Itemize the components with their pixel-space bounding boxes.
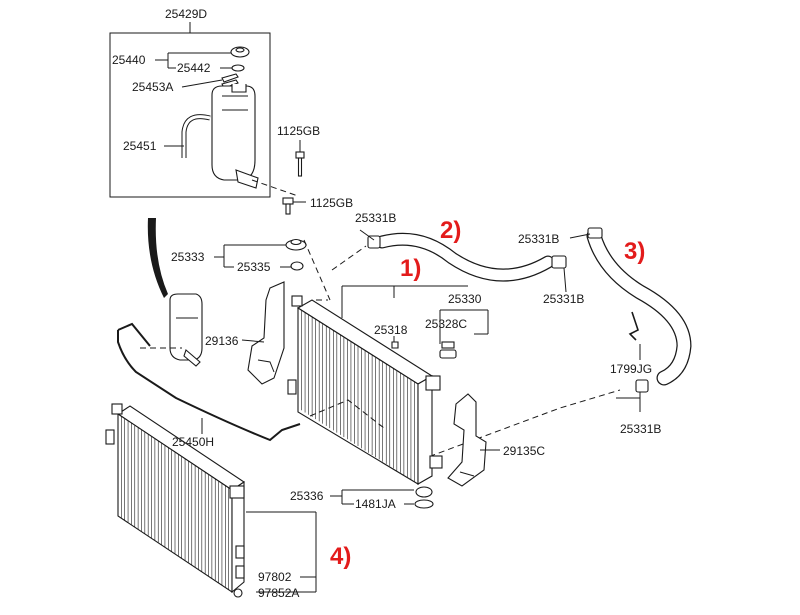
- label-25318: 25318: [374, 323, 408, 337]
- label-25450H: 25450H: [172, 435, 214, 449]
- label-1481JA: 1481JA: [355, 497, 396, 511]
- label-25335: 25335: [237, 260, 271, 274]
- label-25328C: 25328C: [425, 317, 467, 331]
- label-97802: 97802: [258, 570, 292, 584]
- air-guard-29135C: [447, 393, 487, 487]
- drain-plug-25318: [391, 341, 399, 349]
- label-25333: 25333: [171, 250, 205, 264]
- callout-1: 1): [400, 255, 421, 282]
- reservoir-mounted: [169, 293, 203, 367]
- label-1125GB-lower: 1125GB: [310, 196, 353, 210]
- sensor-97852A: [233, 588, 243, 598]
- label-25331B-upper-right: 25331B: [518, 232, 559, 246]
- bolt-1125GB-lower: [282, 197, 306, 215]
- callout-3: 3): [624, 238, 645, 265]
- upper-hose: [367, 232, 567, 282]
- label-25330: 25330: [448, 292, 482, 306]
- label-25331B-upper-left: 25331B: [355, 211, 396, 225]
- label-1125GB-upper: 1125GB: [277, 124, 320, 138]
- label-25451: 25451: [123, 139, 157, 153]
- label-25331B-lower: 25331B: [620, 422, 661, 436]
- label-25336: 25336: [290, 489, 324, 503]
- label-97852A: 97852A: [258, 586, 299, 600]
- cap-25333: [285, 238, 307, 251]
- radiator-main: [287, 295, 443, 485]
- air-guard-29136: [247, 281, 285, 385]
- label-25331B-mid: 25331B: [543, 292, 584, 306]
- label-25442: 25442: [177, 61, 211, 75]
- clip-1799JG: [628, 311, 639, 341]
- label-25440: 25440: [112, 53, 146, 67]
- bushing-25328C: [439, 341, 457, 359]
- bolt-1125GB-upper: [295, 140, 305, 177]
- label-29135C: 29135C: [503, 444, 545, 458]
- label-25453A: 25453A: [132, 80, 173, 94]
- condenser: [105, 403, 245, 594]
- label-1799JG: 1799JG: [610, 362, 652, 376]
- reservoir-kit-box: [109, 22, 299, 198]
- label-25429D: 25429D: [165, 7, 207, 21]
- callout-4: 4): [330, 543, 351, 570]
- lower-hose: [586, 227, 692, 393]
- seal-25335: [290, 261, 304, 271]
- label-29136: 29136: [205, 334, 239, 348]
- callout-2: 2): [440, 217, 461, 244]
- bushing-1481JA: [414, 499, 434, 509]
- mount-25336: [415, 486, 433, 498]
- arrow-shape: [147, 218, 168, 298]
